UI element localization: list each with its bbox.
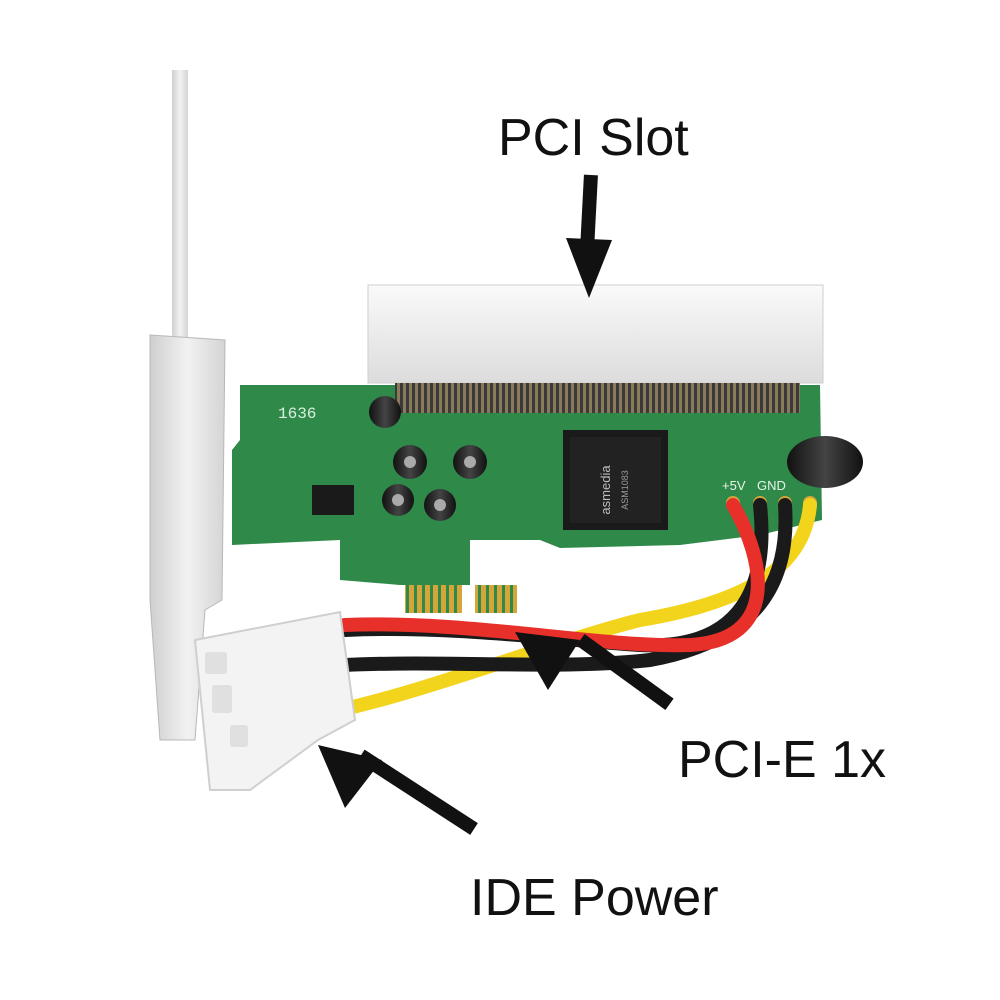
callout-pci-slot: PCI Slot	[498, 109, 689, 167]
arrow-pcie	[515, 632, 674, 710]
arrow-pci-slot	[566, 174, 612, 298]
pcb-board: 1636	[232, 385, 822, 613]
callout-ide-power: IDE Power	[470, 869, 719, 927]
metal-bracket	[149, 70, 226, 741]
controller-chip: asmedia ASM1083	[563, 430, 668, 530]
pin-label-gnd: GND	[757, 478, 786, 493]
arrow-ide	[318, 745, 478, 835]
capacitors	[312, 396, 863, 521]
arrows	[318, 174, 674, 835]
callout-pcie: PCI-E 1x	[678, 731, 887, 789]
power-cable	[333, 498, 817, 717]
chip-model: ASM1083	[620, 470, 630, 510]
molex-connector	[193, 610, 357, 791]
pin-label-5v: +5V	[722, 478, 746, 493]
pci-slot	[367, 284, 824, 413]
pcb-silkscreen: 1636	[278, 405, 316, 423]
chip-brand: asmedia	[598, 465, 613, 515]
